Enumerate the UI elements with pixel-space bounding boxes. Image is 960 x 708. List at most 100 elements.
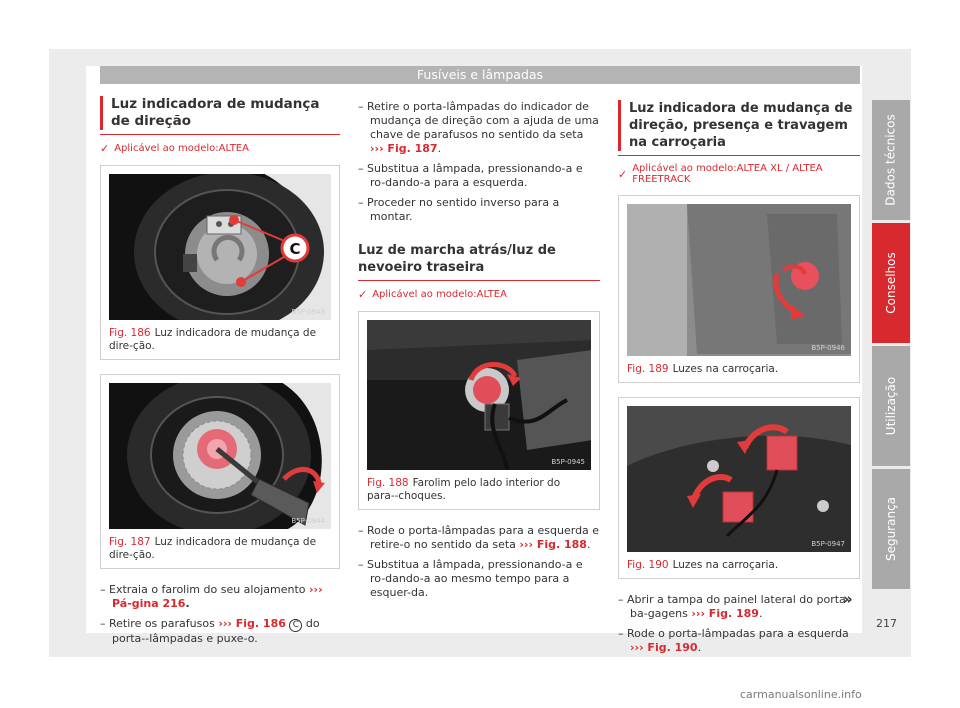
figure-reference-link[interactable]: ››› Fig. 186 (218, 617, 286, 630)
figure-number: Fig. 189 (627, 363, 669, 375)
step-text: Extraia o farolim do seu alojamento (109, 583, 309, 596)
column-b: – Retire o porta-lâmpadas do indicador d… (358, 100, 600, 606)
step-text: Rode o porta-lâmpadas para a esquerda (627, 627, 849, 640)
check-icon: ✓ (618, 167, 628, 181)
figure-188-image: B5P-0945 (367, 320, 591, 470)
check-icon: ✓ (100, 142, 110, 155)
figure-code: B5P-0945 (551, 458, 585, 466)
tab-seguranca[interactable]: Segurança (872, 469, 910, 589)
step-text: Substitua a lâmpada, pressionando-a e ro… (367, 558, 583, 599)
rear-light-photo (367, 320, 591, 470)
instruction-steps: – Retire o porta-lâmpadas do indicador d… (358, 100, 600, 224)
section-heading: Luz de marcha atrás/luz de nevoeiro tras… (358, 243, 556, 275)
applicability-text: Aplicável ao modelo:ALTEA (114, 143, 249, 154)
figure-189-image: B5P-0946 (627, 204, 851, 356)
figure-number: Fig. 188 (367, 477, 409, 489)
step-text: Retire os parafusos (109, 617, 219, 630)
step-text: Retire o porta-lâmpadas do indicador de … (367, 100, 599, 141)
screwdriver-photo (109, 383, 331, 529)
heading-rule (100, 134, 340, 135)
caption-text: Farolim pelo lado interior do para--choq… (367, 477, 561, 502)
tab-label: Conselhos (884, 252, 898, 314)
step-text: Substitua a lâmpada, pressionando-a e ro… (367, 162, 583, 189)
step-item: – Substitua a lâmpada, pressionando-a e … (358, 162, 583, 189)
step-end: . (697, 641, 702, 654)
step-end: . (185, 597, 190, 610)
callout-c-label: C (289, 240, 300, 258)
step-item: – Proceder no sentido inverso para a mon… (358, 196, 560, 223)
step-item: – Substitua a lâmpada, pressionando-a e … (358, 558, 583, 599)
side-panel-photo (627, 204, 851, 356)
figure-code: B5P-0944 (291, 517, 325, 525)
step-item: – Retire os parafusos ››› Fig. 186 C do … (100, 617, 320, 645)
tab-label: Segurança (884, 496, 899, 562)
step-item: – Rode o porta-lâmpadas para a esquerda … (358, 524, 600, 551)
figure-reference-link[interactable]: ››› Fig. 188 (519, 538, 587, 551)
figure-code: B5P-0947 (811, 540, 845, 548)
section-heading: Luz indicadora de mudança de direção, pr… (618, 100, 860, 151)
tab-dados-tecnicos[interactable]: Dados técnicos (872, 100, 910, 220)
figure-reference-link[interactable]: ››› Fig. 187 (370, 142, 438, 155)
turn-signal-photo: C (109, 174, 331, 320)
step-text: Rode o porta-lâmpadas para a esquerda e … (367, 524, 600, 551)
body-lights-photo (627, 406, 851, 552)
caption-text: Luzes na carroçaria. (672, 559, 779, 571)
tab-utilizacao[interactable]: Utilização (872, 346, 910, 466)
heading-rule (358, 280, 600, 281)
watermark: carmanualsonline.info (740, 688, 862, 701)
tab-label: Utilização (884, 376, 898, 436)
step-end: . (437, 142, 442, 155)
instruction-steps: – Abrir a tampa do painel lateral do por… (618, 593, 860, 655)
step-text: Abrir a tampa do painel lateral do porta… (627, 593, 850, 620)
applicability-note: ✓ Aplicável ao modelo:ALTEA XL / ALTEA F… (618, 163, 860, 185)
caption-text: Luzes na carroçaria. (672, 363, 779, 375)
column-c: Luz indicadora de mudança de direção, pr… (618, 100, 860, 661)
step-item: – Rode o porta-lâmpadas para a esquerda … (618, 627, 849, 654)
figure-code: B5P-0946 (811, 344, 845, 352)
page-number: 217 (876, 617, 897, 630)
tab-conselhos[interactable]: Conselhos (872, 223, 910, 343)
step-text: Proceder no sentido inverso para a monta… (367, 196, 560, 223)
caption-text: Luz indicadora de mudança de dire-ção. (109, 536, 317, 561)
figure-186-image: C B5P-0943 (109, 174, 331, 320)
applicability-note: ✓ Aplicável ao modelo:ALTEA (100, 142, 340, 155)
section-header: Fusíveis e lâmpadas (100, 66, 860, 84)
figure-number: Fig. 186 (109, 327, 151, 339)
check-icon: ✓ (358, 288, 368, 301)
column-a: Luz indicadora de mudança de direção ✓ A… (100, 96, 340, 652)
step-item: – Retire o porta-lâmpadas do indicador d… (358, 100, 599, 155)
applicability-note: ✓ Aplicável ao modelo:ALTEA (358, 288, 600, 301)
step-end: . (758, 607, 763, 620)
heading-rule (618, 155, 860, 156)
step-end: do porta--lâmpadas e puxe-o. (112, 617, 320, 645)
figure-reference-link[interactable]: ››› Fig. 190 (630, 641, 698, 654)
figure-code: B5P-0943 (291, 308, 325, 316)
figure-number: Fig. 190 (627, 559, 669, 571)
tab-label: Dados técnicos (884, 114, 898, 206)
step-item: – Extraia o farolim do seu alojamento ››… (100, 583, 323, 610)
applicability-text: Aplicável ao modelo:ALTEA (372, 289, 507, 300)
section-heading: Luz indicadora de mudança de direção (100, 96, 340, 130)
instruction-steps: – Rode o porta-lâmpadas para a esquerda … (358, 524, 600, 600)
figure-190-image: B5P-0947 (627, 406, 851, 552)
caption-text: Luz indicadora de mudança de dire-ção. (109, 327, 317, 352)
figure-reference-link[interactable]: ››› Fig. 189 (691, 607, 759, 620)
figure-187-image: B5P-0944 (109, 383, 331, 529)
figure-number: Fig. 187 (109, 536, 151, 548)
step-end: . (586, 538, 591, 551)
applicability-text: Aplicável ao modelo:ALTEA XL / ALTEA FRE… (632, 163, 823, 185)
page-reference-link[interactable]: ››› Pá-gina 216 (112, 583, 323, 610)
instruction-steps: – Extraia o farolim do seu alojamento ››… (100, 583, 340, 646)
callout-c-icon: C (289, 619, 303, 632)
continue-marker: » (843, 590, 853, 608)
